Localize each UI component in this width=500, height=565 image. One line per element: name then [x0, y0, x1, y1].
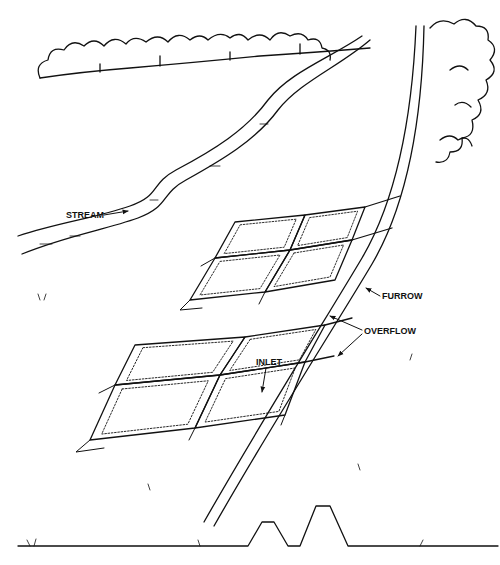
furrow [204, 26, 416, 522]
leader-line [104, 211, 380, 392]
pond-water-edge [200, 211, 358, 295]
pond-basin [90, 325, 325, 440]
ground-profile [18, 506, 498, 546]
embankment-slope [76, 258, 285, 452]
pond-basin [190, 207, 365, 300]
tree-cluster [430, 19, 495, 162]
tree-cluster [440, 66, 472, 146]
feeder-channel [305, 196, 400, 362]
stream-ripples [40, 124, 268, 244]
furrow [214, 26, 424, 526]
stream-bank [18, 36, 362, 236]
tree-base [40, 48, 370, 78]
callout-label: OVERFLOW [364, 326, 416, 336]
tree-line [38, 33, 330, 78]
stream-bank [22, 40, 370, 254]
ground-grass [27, 294, 423, 546]
callout-label: INLET [256, 357, 282, 367]
callout-label: STREAM [66, 210, 104, 220]
callout-label: FURROW [382, 291, 423, 301]
tree-trunks [100, 44, 300, 72]
